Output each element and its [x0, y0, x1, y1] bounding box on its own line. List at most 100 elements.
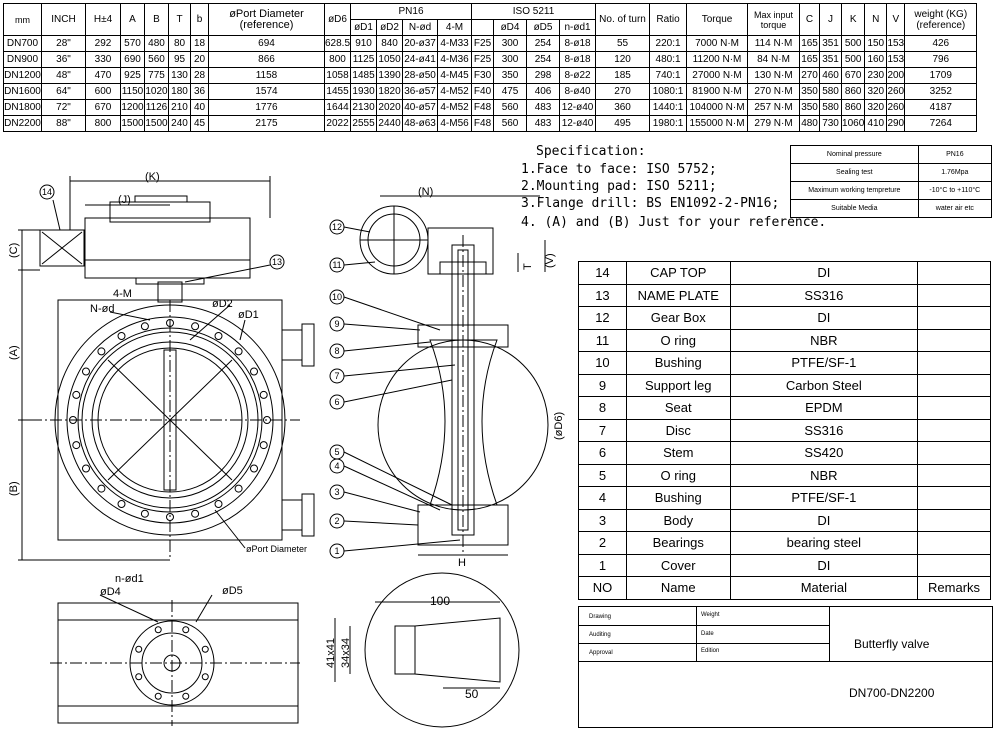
dimension-cell: 1709: [904, 67, 978, 84]
dimension-cell: 72": [41, 99, 86, 116]
pad-hole: [154, 692, 162, 700]
dimension-cell: 8-ø40: [559, 83, 597, 100]
dim-d4: øD4: [100, 586, 121, 598]
test-cell: Nominal pressure: [790, 145, 919, 164]
dimension-cell: 55: [595, 35, 651, 52]
dimension-cell: 330: [85, 51, 121, 68]
hdr-d5: øD5: [526, 19, 561, 36]
tb-edition: Edition: [701, 648, 720, 654]
dimension-cell: 11200 N·M: [686, 51, 749, 68]
dimension-cell: 81900 N·M: [686, 83, 749, 100]
dimension-cell: 270: [595, 83, 651, 100]
dimension-cell: 36": [41, 51, 86, 68]
dimension-cell: F48: [471, 115, 495, 132]
parts-cell: Stem: [625, 441, 731, 465]
dimension-cell: 910: [350, 35, 378, 52]
parts-cell: O ring: [625, 463, 731, 487]
dim-34: 34x34: [340, 638, 352, 668]
hdr-c: C: [799, 3, 821, 36]
callout-11: 11: [332, 260, 341, 270]
hdr-mm: mm: [3, 3, 42, 36]
dimension-cell: 95: [168, 51, 191, 68]
hdr-d1: øD1: [350, 19, 378, 36]
spec-line-4: 4. (A) and (B) Just for your reference.: [521, 215, 827, 230]
test-cell: Suitable Media: [790, 199, 919, 218]
dimension-cell: 775: [144, 67, 169, 84]
dimension-cell: 28-ø50: [402, 67, 439, 84]
parts-cell: SS420: [729, 441, 919, 465]
pad-hole: [182, 626, 190, 634]
dimension-cell: 1080:1: [649, 83, 688, 100]
bolt-hole: [263, 416, 271, 424]
dimension-cell: 220:1: [649, 35, 688, 52]
parts-cell: [917, 531, 991, 555]
bolt-hole: [250, 367, 259, 376]
dimension-cell: 130: [168, 67, 191, 84]
dimension-cell: 160: [864, 51, 888, 68]
callout-3: 3: [334, 487, 339, 497]
dim-h: H: [458, 557, 466, 569]
dimension-cell: 560: [144, 51, 169, 68]
dim-d2: øD2: [212, 298, 233, 310]
parts-cell: Body: [625, 508, 731, 532]
dimension-cell: 18: [190, 35, 209, 52]
hdr-port: øPort Diameter (reference): [208, 3, 325, 36]
tb-date: Date: [701, 631, 714, 637]
hdr-d4: øD4: [493, 19, 528, 36]
dimension-cell: 1500: [120, 115, 145, 132]
dimension-cell: DN2200: [3, 115, 42, 132]
dimension-cell: 28": [41, 35, 86, 52]
dimension-cell: 560: [493, 115, 528, 132]
dimension-cell: 406: [526, 83, 561, 100]
parts-cell: [917, 373, 991, 397]
hdr-nd: N-ød: [402, 19, 439, 36]
dimension-cell: 240: [168, 115, 191, 132]
parts-cell: [917, 553, 991, 577]
spec-title: Specification:: [536, 144, 646, 159]
dimension-cell: 2022: [323, 115, 352, 132]
dimension-cell: 155000 N·M: [686, 115, 749, 132]
bolt-hole: [117, 500, 126, 509]
spec-line-3: 3.Flange drill: BS EN1092-2-PN16;: [521, 196, 780, 211]
front-view: [18, 176, 315, 561]
bolt-hole: [234, 484, 243, 493]
parts-cell: Cover: [625, 553, 731, 577]
callout-2: 2: [334, 516, 339, 526]
parts-cell: DI: [729, 553, 919, 577]
dimension-cell: 1390: [376, 67, 404, 84]
dimension-cell: 800: [85, 115, 121, 132]
bolt-hole: [97, 484, 106, 493]
dimension-cell: 1574: [208, 83, 325, 100]
dimension-cell: 460: [819, 67, 843, 84]
dimension-cell: 8-ø22: [559, 67, 597, 84]
dimension-cell: 7264: [904, 115, 978, 132]
parts-cell: [917, 396, 991, 420]
dim-c: (C): [8, 243, 20, 258]
dimension-cell: 1440:1: [649, 99, 688, 116]
dimension-cell: 1980:1: [649, 115, 688, 132]
pad-hole: [201, 673, 209, 681]
hdr-h: H±4: [85, 3, 121, 36]
hdr-pn16: PN16: [350, 3, 473, 20]
dimension-cell: 560: [493, 99, 528, 116]
dimension-cell: 4-M52: [437, 99, 473, 116]
parts-cell: NAME PLATE: [625, 283, 731, 307]
parts-cell: [917, 306, 991, 330]
dimension-cell: 254: [526, 51, 561, 68]
hdr-b2: b: [190, 3, 209, 36]
test-cell: -10°C to +110°C: [917, 181, 993, 200]
parts-cell: Carbon Steel: [729, 373, 919, 397]
dimension-cell: DN1200: [3, 67, 42, 84]
dimension-cell: 290: [886, 115, 906, 132]
side-view: [343, 195, 549, 556]
dimension-cell: 40-ø57: [402, 99, 439, 116]
tb-drawing: Drawing: [589, 614, 612, 620]
hdr-iso: ISO 5211: [471, 3, 597, 20]
dimension-cell: 1058: [323, 67, 352, 84]
